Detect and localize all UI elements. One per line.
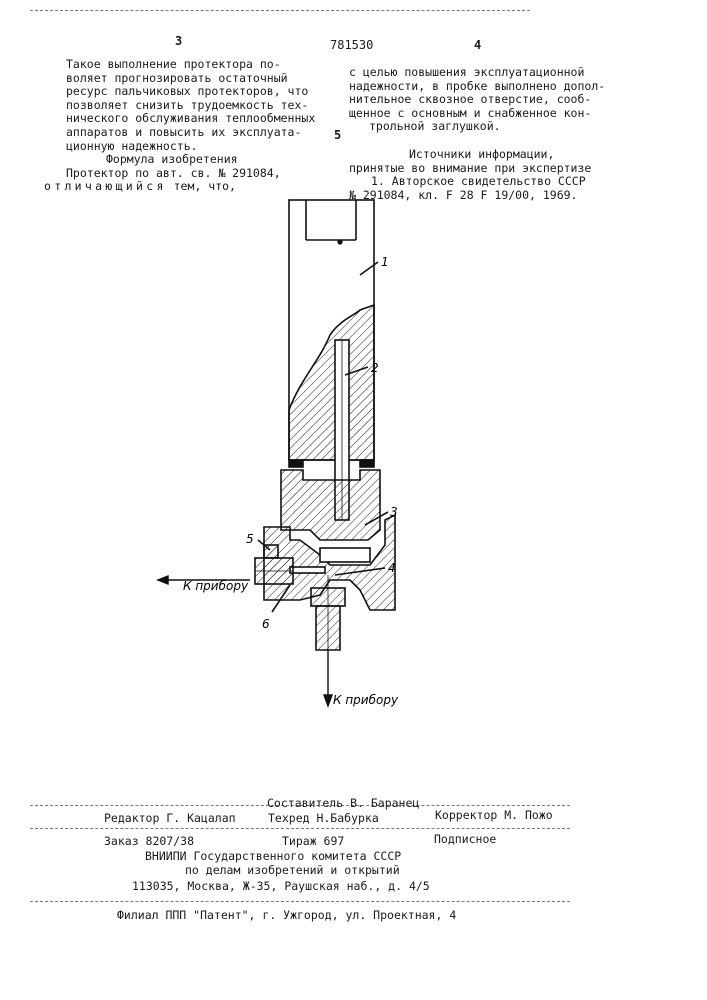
- page-number-right: 4: [474, 38, 481, 52]
- footer-corrector: Корректор М. Пожо: [435, 809, 553, 823]
- protector-drawing: 1 2 3 4 5 6 К прибору К прибору: [150, 190, 570, 730]
- left-line: нического обслуживания теплообменных: [66, 112, 315, 126]
- callout-1: 1: [381, 255, 389, 269]
- footer-circulation: Тираж 697: [282, 835, 344, 849]
- callout-5: 5: [246, 532, 254, 546]
- callout-4: 4: [388, 561, 396, 575]
- footer-rule-mid: [30, 828, 570, 829]
- right-line: нительное сквозное отверстие, сооб-: [349, 93, 605, 107]
- left-line: ционную надежность.: [66, 140, 315, 154]
- sources-title: Источники информации,: [349, 148, 605, 162]
- arrow-down-icon: [324, 650, 332, 706]
- left-line: позволяет снизить трудоемкость тех-: [66, 99, 315, 113]
- patent-number: 781530: [330, 38, 373, 52]
- callout-6: 6: [262, 617, 270, 631]
- left-column: Такое выполнение протектора по- воляет п…: [66, 58, 315, 194]
- arrow-down-label: К прибору: [333, 693, 399, 707]
- right-line: надежности, в пробке выполнено допол-: [349, 80, 605, 94]
- footer-rule-bottom: [30, 901, 570, 902]
- line-marker: 5: [334, 128, 341, 142]
- formula-title: Формула изобретения: [66, 153, 315, 167]
- page-number-left: 3: [175, 34, 182, 48]
- left-line: ресурс пальчиковых протекторов, что: [66, 85, 315, 99]
- left-line: аппаратов и повысить их эксплуата-: [66, 126, 315, 140]
- sources-subtitle: принятые во внимание при экспертизе: [349, 162, 605, 176]
- top-rule: [30, 10, 530, 11]
- right-line: трольной заглушкой.: [349, 120, 605, 134]
- callout-3: 3: [390, 505, 398, 519]
- right-line: щенное с основным и снабженное кон-: [349, 107, 605, 121]
- footer-techred: Техред Н.Бабурка: [268, 812, 379, 826]
- footer-branch: Филиал ППП "Патент", г. Ужгород, ул. Про…: [117, 909, 456, 923]
- footer-org-2: по делам изобретений и открытий: [185, 864, 400, 878]
- formula-distinguishing-word: отличающийся: [44, 179, 167, 193]
- right-column: с целью повышения эксплуатационной надеж…: [349, 66, 605, 202]
- left-line: Такое выполнение протектора по-: [66, 58, 315, 72]
- footer-org-1: ВНИИПИ Государственного комитета СССР: [145, 850, 401, 864]
- footer-order: Заказ 8207/38: [104, 835, 194, 849]
- footer-address: 113035, Москва, Ж-35, Раушская наб., д. …: [132, 880, 430, 894]
- callout-2: 2: [371, 361, 379, 375]
- formula-line: Протектор по авт. св. № 291084,: [66, 167, 315, 181]
- right-line: с целью повышения эксплуатационной: [349, 66, 605, 80]
- protector-body: [255, 200, 395, 650]
- arrow-left-label: К прибору: [183, 579, 249, 593]
- footer-subscription: Подписное: [434, 833, 496, 847]
- footer-compiler: Составитель В. Баранец: [267, 797, 419, 811]
- source-1: 1. Авторское свидетельство СССР: [349, 175, 605, 189]
- footer-editor: Редактор Г. Кацалап: [104, 812, 236, 826]
- left-line: воляет прогнозировать остаточный: [66, 72, 315, 86]
